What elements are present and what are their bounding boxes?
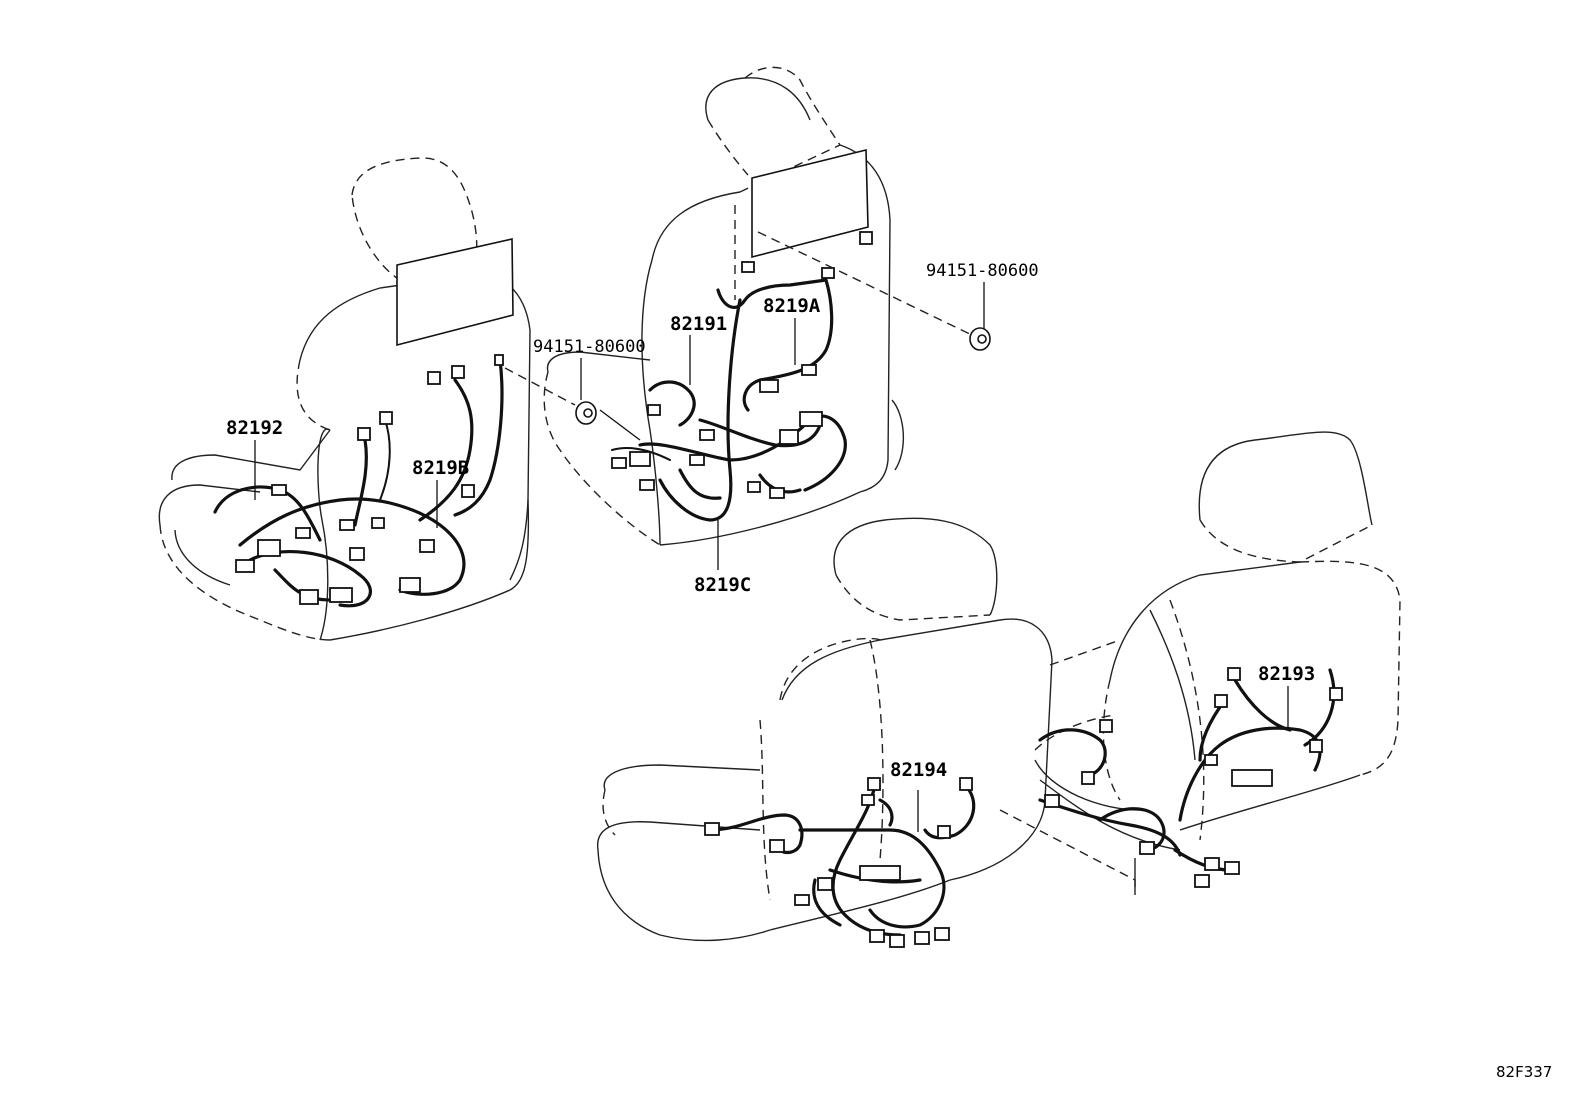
callout-82191: 82191 [670,313,727,335]
callout-8219a: 8219A [763,295,821,317]
clip-left [575,401,597,425]
callout-8219b: 8219B [412,457,469,479]
front-seat-left [158,157,576,641]
clip-right [969,327,991,351]
diagram-reference-code: 82F337 [1496,1063,1552,1081]
front-seat-right [543,66,985,570]
rear-seat-right [1034,431,1401,888]
callout-8219c: 8219C [694,574,751,596]
callout-82194: 82194 [890,759,947,781]
rear-seat-left [596,517,1053,948]
callout-94151-left: 94151-80600 [533,337,646,357]
rear-seat-base [999,639,1136,895]
callout-82193: 82193 [1258,663,1315,685]
callout-94151-right: 94151-80600 [926,261,1039,281]
callout-82192: 82192 [226,417,283,439]
